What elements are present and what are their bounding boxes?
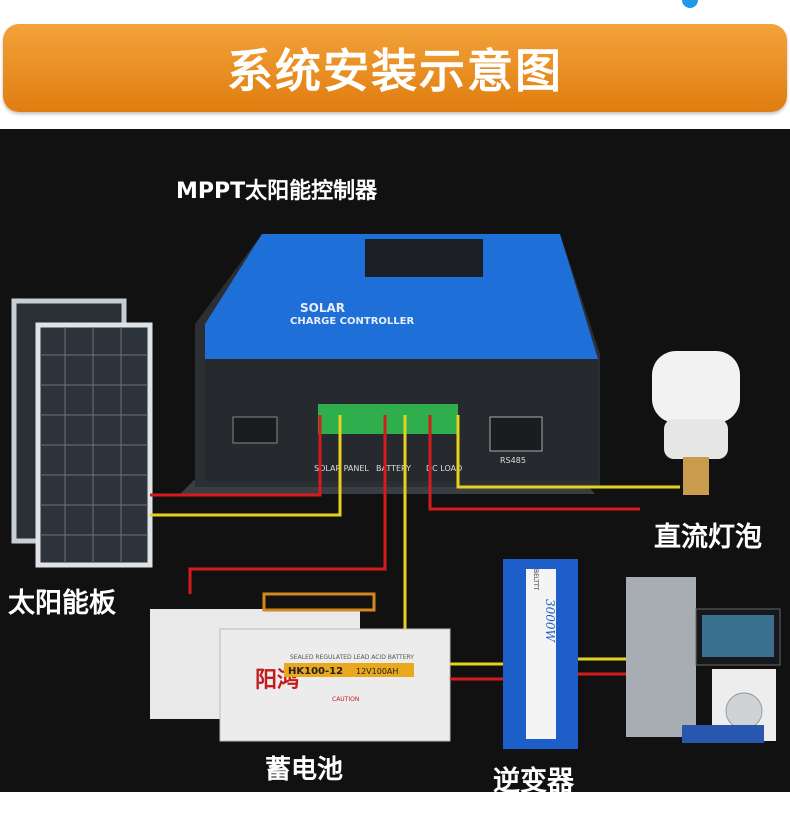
port-load-label: DC LOAD (426, 464, 462, 473)
inverter-illustration: 3000W BELTTT (503, 559, 578, 749)
wire-load-negative (456, 415, 680, 489)
wire-battery-positive (188, 415, 387, 594)
wire-solar-negative (150, 415, 342, 517)
inverter-brand: BELTTT (532, 569, 539, 591)
battery-caution: CAUTION (332, 696, 359, 703)
inverter-power: 3000W (543, 599, 557, 644)
brand-line1: SOLAR (300, 301, 345, 315)
port-solar-label: SOLAR PANEL (314, 464, 369, 473)
battery-header: SEALED REGULATED LEAD ACID BATTERY (290, 654, 414, 661)
corner-badge (682, 0, 698, 8)
appliances-illustration (626, 577, 781, 743)
page-title: 系统安装示意图 (227, 44, 563, 98)
battery-illustration: 阳鸿 SEALED REGULATED LEAD ACID BATTERY HK… (150, 592, 451, 742)
battery-spec: 12V100AH (356, 667, 398, 676)
wire-load-positive (428, 415, 640, 511)
bottom-strip (0, 792, 790, 817)
label-battery: 蓄电池 (265, 755, 344, 785)
solar-panel-illustration (11, 298, 153, 568)
label-inverter: 逆变器 (493, 766, 574, 797)
port-rs485-label: RS485 (500, 456, 526, 465)
wiring (150, 415, 680, 681)
label-solar-panel: 太阳能板 (8, 588, 116, 619)
brand-line2: CHARGE CONTROLLER (290, 316, 414, 327)
title-banner: 系统安装示意图 (3, 24, 787, 112)
diagram-stage: SOLAR CHARGE CONTROLLER SOLAR PANEL BATT… (0, 129, 790, 797)
wiring-diagram: SOLAR CHARGE CONTROLLER SOLAR PANEL BATT… (11, 234, 781, 749)
wire-solar-positive (150, 415, 322, 497)
dc-bulb-illustration (652, 351, 740, 495)
battery-model: HK100-12 (288, 666, 343, 677)
controller-title: MPPT太阳能控制器 (176, 179, 378, 204)
label-dc-bulb: 直流灯泡 (654, 522, 762, 553)
port-battery-label: BATTERY (376, 464, 411, 473)
controller-illustration: SOLAR CHARGE CONTROLLER SOLAR PANEL BATT… (180, 234, 600, 494)
